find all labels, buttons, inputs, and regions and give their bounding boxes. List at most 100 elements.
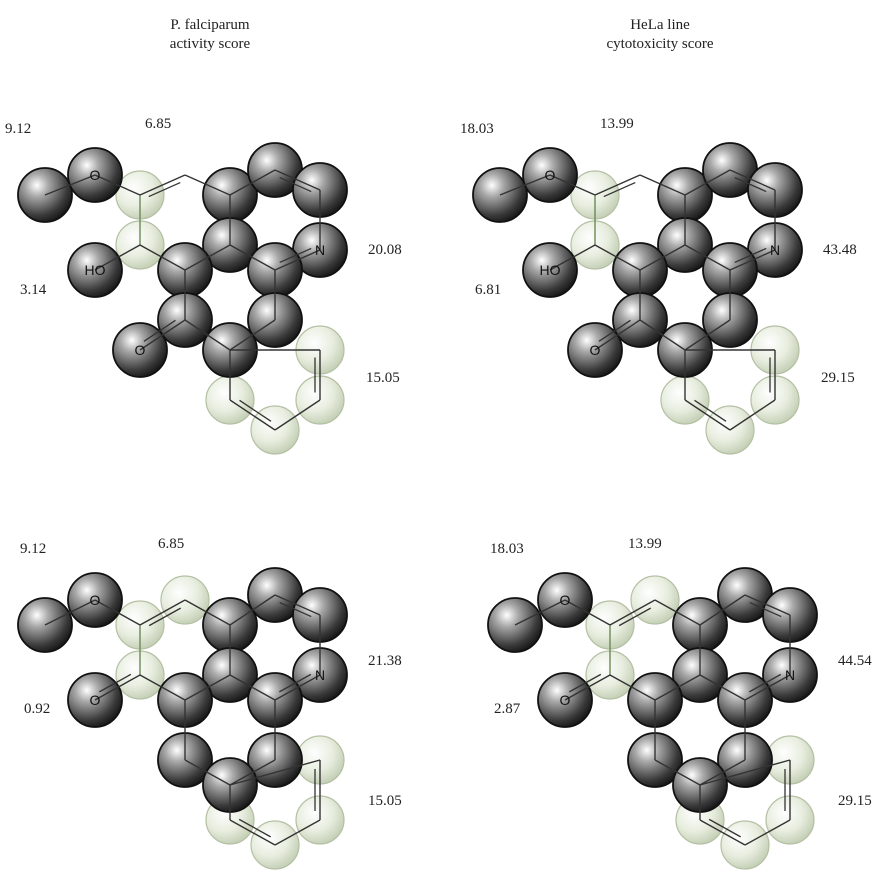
- bond-p4-p5: [684, 399, 731, 431]
- score-ring_a: 6.85: [145, 116, 171, 132]
- molecule-pf-bottom: O N O 9.12 6.85 0.92 21.38 15.05: [17, 536, 402, 870]
- double-bond-p4-p5: [708, 818, 741, 838]
- nitrogen-label: N: [315, 667, 325, 683]
- methoxy-oxygen-label: O: [545, 167, 556, 183]
- bond-n-c9: [274, 249, 321, 271]
- bond-c2-c6: [139, 244, 186, 271]
- bond-c10-c12: [639, 319, 686, 351]
- hydroxyl-label: HO: [85, 262, 106, 278]
- bond-me-ome: [499, 174, 551, 196]
- bond-ome-c1: [94, 174, 141, 196]
- bond-me-ome: [44, 599, 96, 626]
- bond-c5-c6: [184, 244, 231, 271]
- header-right-line2: cytotoxicity score: [606, 36, 714, 52]
- score-substituent: 3.14: [20, 282, 47, 298]
- bond-c1-c3: [139, 174, 186, 196]
- bond-me-ome: [44, 174, 96, 196]
- double-bond-p4-p5: [239, 399, 272, 422]
- score-ring_a: 6.85: [158, 536, 184, 552]
- score-ring_a: 13.99: [628, 536, 662, 552]
- bond-ome-c1: [549, 174, 596, 196]
- score-methoxy: 18.03: [490, 541, 524, 557]
- score-substituent: 6.81: [475, 282, 501, 298]
- bond-c10-c12: [654, 759, 701, 786]
- bond-c3-c4: [184, 599, 231, 626]
- double-bond-p4-p5: [694, 399, 727, 422]
- hydroxyl-label: HO: [540, 262, 561, 278]
- score-methoxy: 9.12: [5, 121, 31, 137]
- bond-c10-c12: [184, 319, 231, 351]
- header-left: P. falciparum activity score: [60, 16, 360, 54]
- bond-c10-c12: [184, 759, 231, 786]
- double-bond-c1-c3: [603, 181, 636, 198]
- header-left-line2: activity score: [169, 36, 251, 52]
- score-nitrogen: 21.38: [368, 653, 402, 669]
- bond-c1-c3: [139, 599, 186, 626]
- bond-c4-c7: [229, 594, 276, 626]
- bond-p3-p4: [274, 819, 321, 846]
- double-bond-n-c9: [279, 247, 312, 264]
- bond-c7-c8: [744, 594, 791, 616]
- bond-c5-c6: [639, 244, 686, 271]
- header-right: HeLa line cytotoxicity score: [510, 16, 810, 54]
- bond-c5-c6: [184, 674, 231, 701]
- score-substituent: 2.87: [494, 701, 521, 717]
- double-bond-c10-o2: [143, 319, 176, 342]
- bond-c3-c4: [184, 174, 231, 196]
- bond-c11-c12: [699, 759, 746, 786]
- bond-c12-p2: [229, 759, 321, 786]
- bond-p4-p5: [229, 819, 276, 846]
- score-nitrogen: 20.08: [368, 242, 402, 258]
- nitrogen-label: N: [770, 242, 780, 258]
- bond-n-c9: [744, 674, 791, 701]
- bond-p3-p4: [729, 399, 776, 431]
- score-phenyl: 15.05: [366, 370, 400, 386]
- bond-p3-p4: [274, 399, 321, 431]
- bond-p4-p5: [229, 399, 276, 431]
- bond-c9-c5: [229, 674, 276, 701]
- bond-c9-c5: [229, 244, 276, 271]
- bond-ome-c1: [94, 599, 141, 626]
- methoxy-oxygen-label: O: [90, 592, 101, 608]
- bond-c2-c6: [139, 674, 186, 701]
- ketone-oxygen-label: O: [135, 342, 146, 358]
- nitrogen-label: N: [315, 242, 325, 258]
- double-bond-c10-o2: [598, 319, 631, 342]
- nitrogen-label: N: [785, 667, 795, 683]
- bond-me-ome: [514, 599, 566, 626]
- bond-c10-o2: [594, 319, 641, 351]
- bond-c9-c5: [684, 244, 731, 271]
- bond-c2-c6: [609, 674, 656, 701]
- bond-c2-c6: [594, 244, 641, 271]
- score-nitrogen: 44.54: [838, 653, 872, 669]
- bond-n-c9: [729, 249, 776, 271]
- double-bond-c1-c3: [148, 607, 181, 627]
- bond-c4-c7: [684, 169, 731, 196]
- bond-c10-o2: [139, 319, 186, 351]
- ketone-oxygen-label: O: [590, 342, 601, 358]
- carbonyl-oxygen-label: O: [560, 692, 571, 708]
- score-substituent: 0.92: [24, 701, 50, 717]
- bond-c2-ho: [549, 244, 596, 271]
- bond-c11-c12: [229, 759, 276, 786]
- double-bond-c7-c8: [279, 601, 312, 618]
- bond-c1-c3: [609, 599, 656, 626]
- bond-c4-c7: [699, 594, 746, 626]
- bond-ome-c1: [564, 599, 611, 626]
- score-phenyl: 29.15: [838, 793, 872, 809]
- score-methoxy: 9.12: [20, 541, 46, 557]
- carbonyl-oxygen-label: O: [90, 692, 101, 708]
- bond-c11-c12: [229, 319, 276, 351]
- bond-c5-c6: [654, 674, 701, 701]
- bond-c7-c8: [729, 169, 776, 191]
- bond-p3-p4: [744, 819, 791, 846]
- double-bond-c7-c8: [279, 176, 312, 193]
- bond-c7-c8: [274, 169, 321, 191]
- bond-n-c9: [274, 674, 321, 701]
- double-bond-c1-c3: [148, 181, 181, 198]
- double-bond-n-c9: [749, 673, 782, 693]
- bond-c2-o: [564, 674, 611, 701]
- score-phenyl: 15.05: [368, 793, 402, 809]
